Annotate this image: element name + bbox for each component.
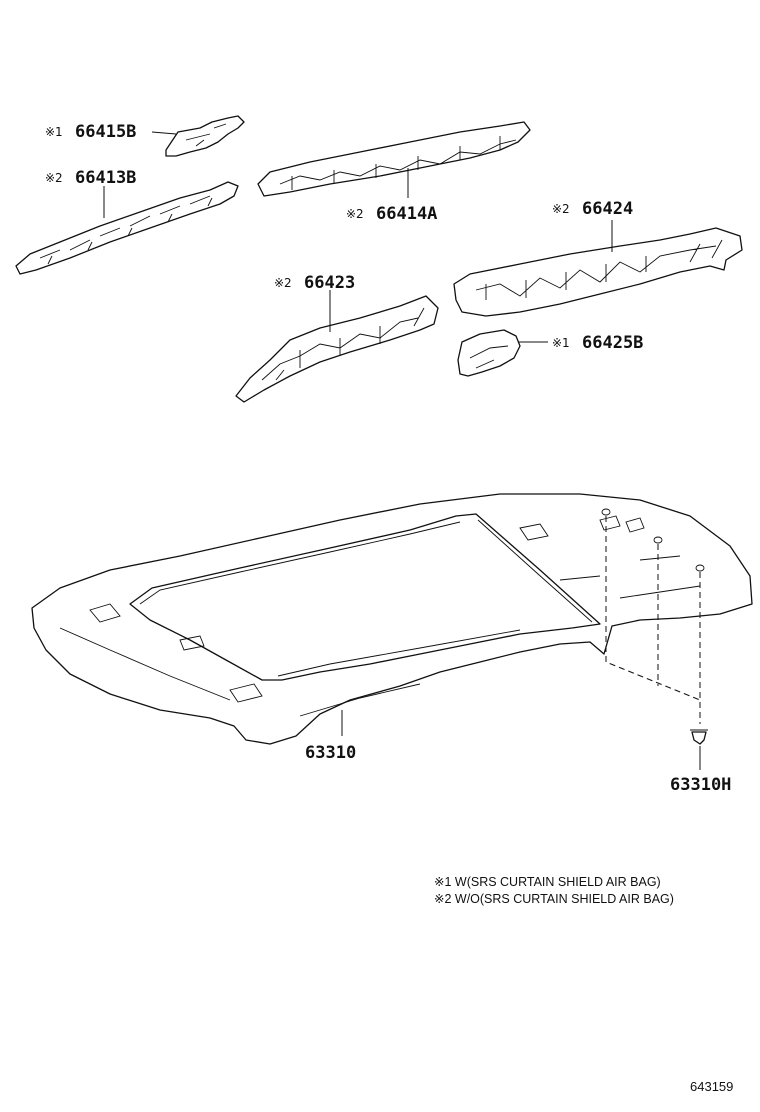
- callout-mark: ※2: [346, 207, 364, 221]
- note-line-1: ※1 W(SRS CURTAIN SHIELD AIR BAG): [434, 875, 661, 889]
- fastener-guide-lines: [605, 516, 701, 724]
- callout-66425b: ※1 66425B: [552, 333, 643, 353]
- part-66414a-rail: [257, 121, 531, 197]
- part-number-label: 66413B: [75, 168, 136, 188]
- callout-mark: ※1: [45, 125, 63, 139]
- callout-mark: ※2: [552, 202, 570, 216]
- callout-mark: ※2: [45, 171, 63, 185]
- part-number-label: 66424: [582, 199, 633, 219]
- part-66423-rail: [235, 295, 439, 403]
- part-66415b-bracket: [165, 115, 245, 157]
- callout-63310: 63310: [305, 743, 356, 763]
- figure-number: 643159: [690, 1079, 733, 1094]
- part-63310h-clip: [690, 729, 708, 745]
- callout-66414a: ※2 66414A: [346, 204, 437, 224]
- part-number-label: 66414A: [376, 204, 437, 224]
- callout-mark: ※2: [274, 276, 292, 290]
- part-number-label: 63310: [305, 743, 356, 763]
- callout-mark: ※1: [552, 336, 570, 350]
- part-number-label: 66415B: [75, 122, 136, 142]
- note-line-2: ※2 W/O(SRS CURTAIN SHIELD AIR BAG): [434, 892, 674, 906]
- part-number-label: 66425B: [582, 333, 643, 353]
- callout-63310h: 63310H: [670, 775, 731, 795]
- part-number-label: 66423: [304, 273, 355, 293]
- part-66425b-bracket: [457, 329, 521, 377]
- callout-66423: ※2 66423: [274, 273, 355, 293]
- callout-66415b: ※1 66415B: [45, 122, 136, 142]
- part-number-label: 63310H: [670, 775, 731, 795]
- callout-66413b: ※2 66413B: [45, 168, 136, 188]
- part-66424-rail: [453, 227, 743, 317]
- part-66413b-rail: [15, 181, 239, 275]
- leader-lines: [103, 131, 701, 770]
- part-63310-headliner: [31, 493, 753, 745]
- callout-66424: ※2 66424: [552, 199, 633, 219]
